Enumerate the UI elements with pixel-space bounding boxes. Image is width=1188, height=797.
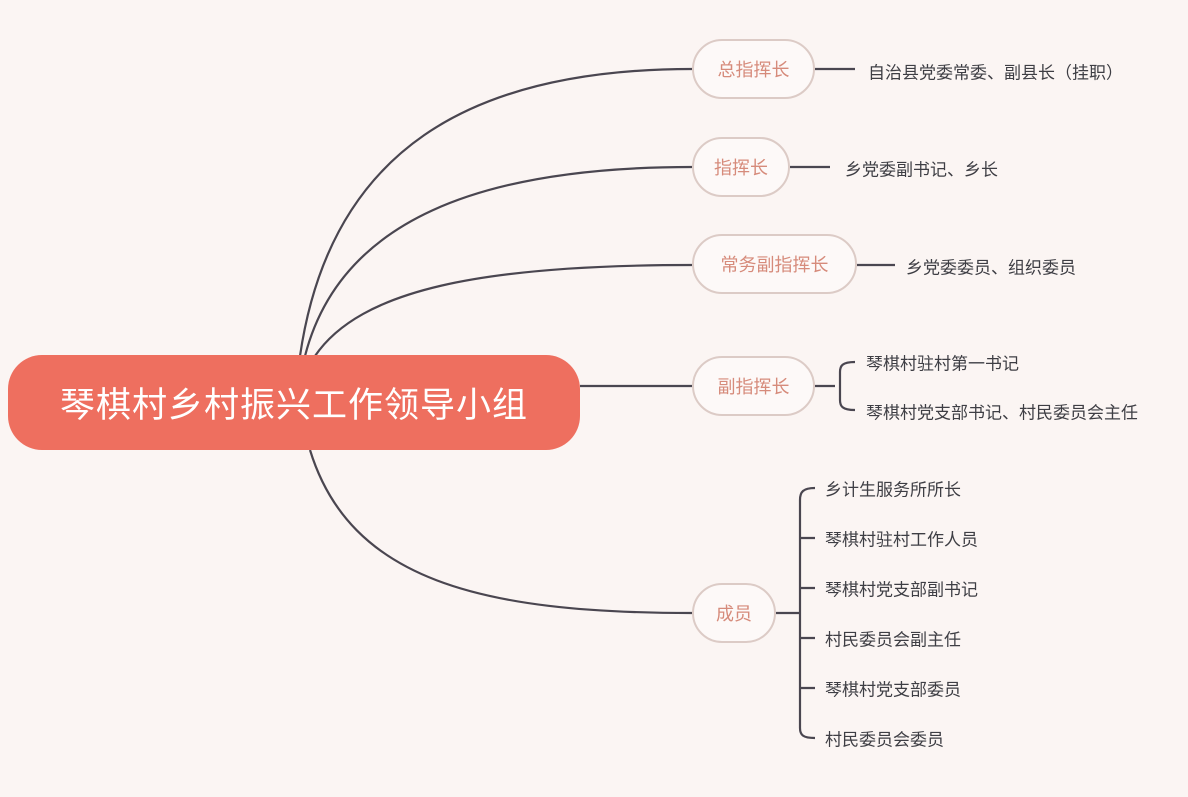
node-label: 常务副指挥长	[720, 255, 829, 276]
leaf-item: 琴棋村驻村第一书记	[866, 354, 1019, 375]
node-label: 总指挥长	[717, 60, 790, 81]
node-label: 副指挥长	[717, 377, 790, 398]
leaf-item: 乡计生服务所所长	[825, 480, 961, 501]
node-chengyuan[interactable]: 成员	[692, 583, 776, 643]
node-fu-zhihuizhang[interactable]: 副指挥长	[692, 356, 815, 416]
node-label: 指挥长	[714, 158, 768, 179]
root-label: 琴棋村乡村振兴工作领导小组	[59, 386, 528, 426]
leaf-item: 村民委员会副主任	[825, 630, 961, 651]
node-zong-zhihuizhang[interactable]: 总指挥长	[692, 39, 815, 99]
node-changwu-fu-zhihuizhang[interactable]: 常务副指挥长	[692, 234, 857, 294]
leaf-item: 琴棋村驻村工作人员	[825, 530, 978, 551]
leaf-item: 乡党委副书记、乡长	[845, 160, 998, 181]
node-label: 成员	[716, 604, 752, 625]
leaf-item: 琴棋村党支部委员	[825, 680, 961, 701]
link-root-zhihui	[303, 165, 693, 357]
leaf-item: 自治县党委常委、副县长（挂职）	[868, 63, 1123, 84]
node-zhihuizhang[interactable]: 指挥长	[692, 137, 790, 197]
leaf-item: 乡党委委员、组织委员	[906, 258, 1076, 279]
link-root-changwu	[314, 263, 693, 357]
leaf-item: 琴棋村党支部书记、村民委员会主任	[866, 403, 1138, 424]
link-root-chengyuan	[308, 449, 693, 615]
link-fu-bracket	[815, 360, 856, 412]
link-root-zong	[298, 67, 693, 357]
leaf-item: 村民委员会委员	[825, 730, 944, 751]
leaf-item: 琴棋村党支部副书记	[825, 580, 978, 601]
link-chengyuan-bracket	[776, 486, 816, 740]
root-node[interactable]: 琴棋村乡村振兴工作领导小组	[8, 355, 580, 450]
